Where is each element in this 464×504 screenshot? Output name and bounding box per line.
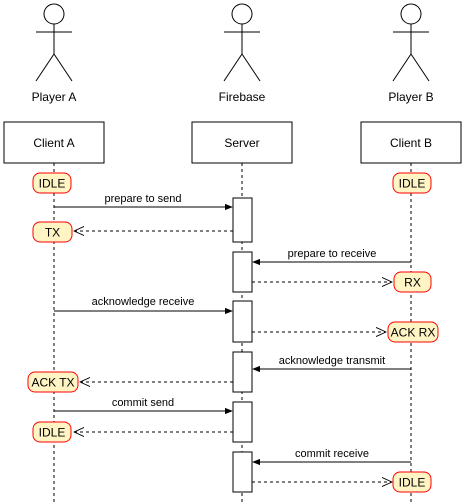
activation-bar <box>232 451 253 493</box>
message-label: commit send <box>112 397 174 409</box>
state-badge-idle-a: IDLE <box>32 172 72 194</box>
participant-label: Server <box>224 136 259 150</box>
svg-text:IDLE: IDLE <box>399 177 426 191</box>
state-badge-rx: RX <box>393 271 432 293</box>
svg-text:TX: TX <box>45 226 60 240</box>
svg-text:IDLE: IDLE <box>399 476 426 490</box>
state-badge-tx: TX <box>32 221 73 243</box>
svg-text:ACK RX: ACK RX <box>391 326 436 340</box>
svg-text:ACK TX: ACK TX <box>31 376 74 390</box>
actor-firebase: Firebase <box>219 3 266 104</box>
activation-bar <box>232 251 253 293</box>
state-badge-idle-b: IDLE <box>392 172 432 194</box>
activation-bar <box>232 300 253 343</box>
message-label: acknowledge transmit <box>279 355 385 367</box>
svg-text:IDLE: IDLE <box>39 426 66 440</box>
message-label: acknowledge receive <box>92 296 195 308</box>
svg-text:RX: RX <box>404 276 421 290</box>
stick-figure-icon <box>392 3 430 82</box>
actor-label: Player B <box>388 90 433 104</box>
participant-server: Server <box>191 121 293 164</box>
participant-client-a: Client A <box>3 121 105 164</box>
svg-text:IDLE: IDLE <box>39 177 66 191</box>
message-label: prepare to receive <box>288 248 377 260</box>
state-badge-ack-rx: ACK RX <box>387 321 439 343</box>
message-label: commit receive <box>295 448 369 460</box>
actor-label: Firebase <box>219 90 266 104</box>
stick-figure-icon <box>223 3 261 82</box>
participant-label: Client A <box>33 136 74 150</box>
actor-player-a: Player A <box>32 3 77 104</box>
actor-label: Player A <box>32 90 77 104</box>
stick-figure-icon <box>35 3 73 82</box>
participant-label: Client B <box>390 136 432 150</box>
activation-bar <box>232 401 253 443</box>
state-badge-idle-b-2: IDLE <box>392 471 432 493</box>
activation-bar <box>232 197 253 243</box>
message-label: prepare to send <box>104 193 181 205</box>
activation-bar <box>232 351 253 393</box>
actor-player-b: Player B <box>388 3 434 104</box>
state-badge-idle-a-2: IDLE <box>32 421 72 443</box>
participant-client-b: Client B <box>360 121 462 164</box>
state-badge-ack-tx: ACK TX <box>27 371 79 393</box>
